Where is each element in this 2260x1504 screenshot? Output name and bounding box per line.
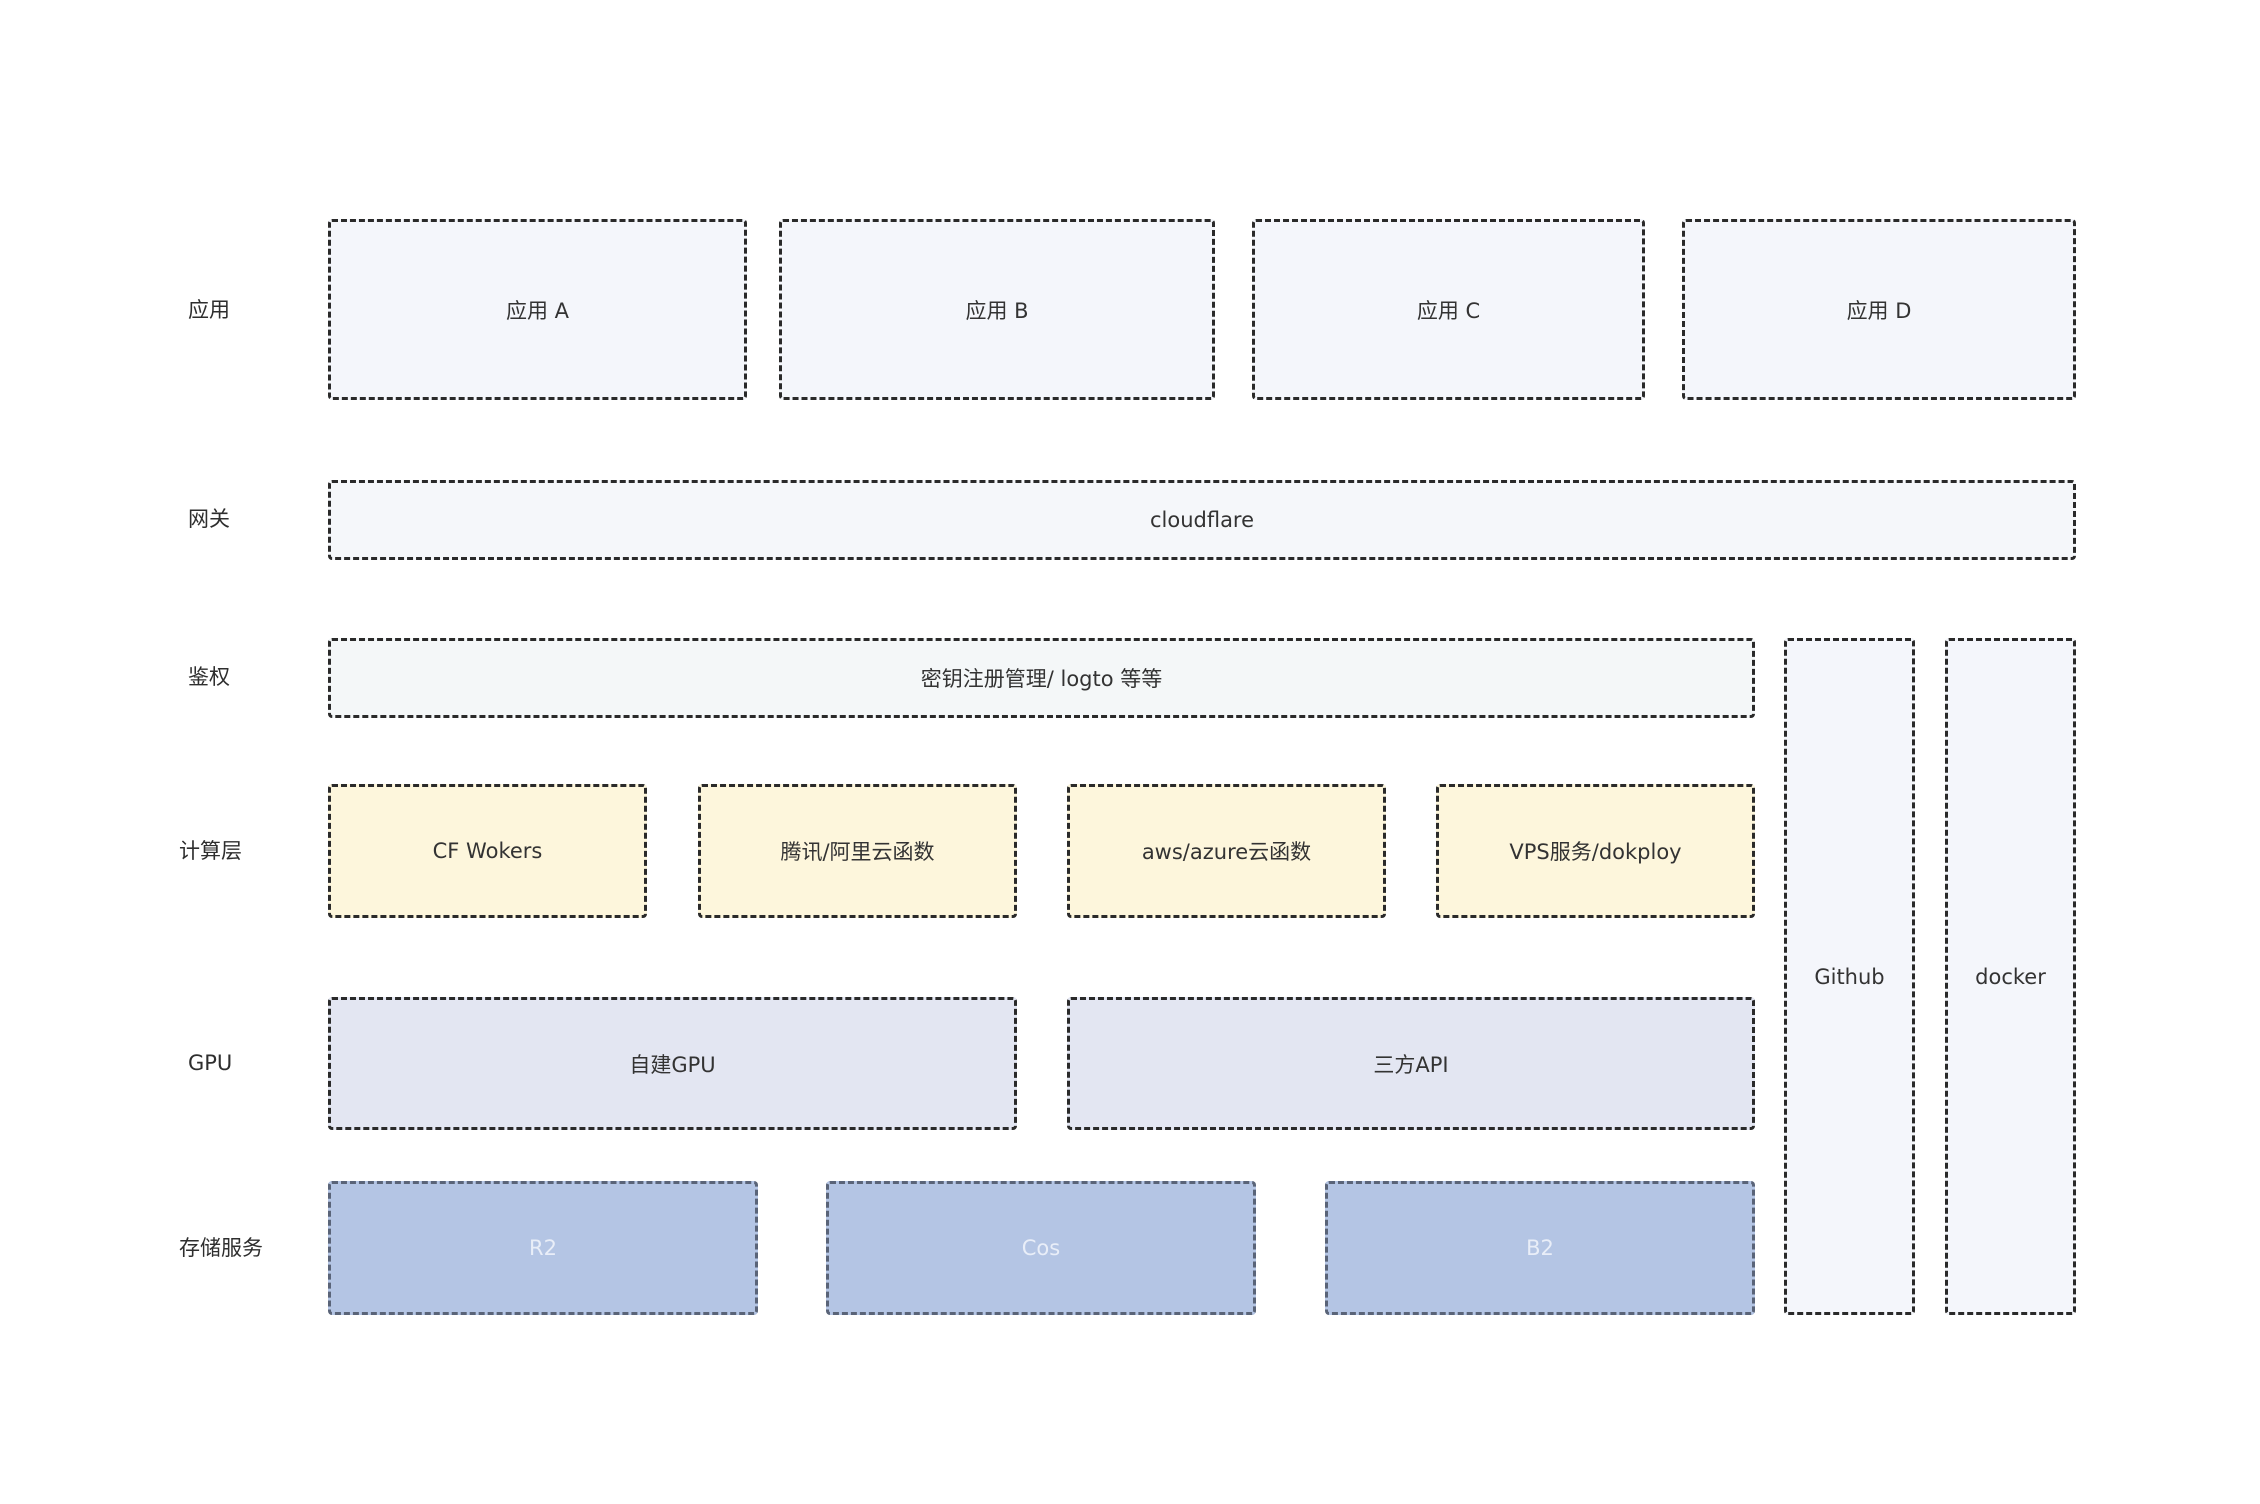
layer-label-storage: 存储服务 xyxy=(179,1236,263,1260)
side-box-docker: docker xyxy=(1945,638,2076,1315)
layer-label-gpu: GPU xyxy=(188,1051,233,1075)
auth-box-label: 密钥注册管理/ logto 等等 xyxy=(920,667,1163,691)
compute-box-vps-label: VPS服务/dokploy xyxy=(1509,840,1682,864)
gpu-box-third-party-api-label: 三方API xyxy=(1373,1052,1449,1077)
layer-label-app: 应用 xyxy=(188,298,230,322)
app-box-c-label: 应用 C xyxy=(1416,298,1481,323)
app-box-a: 应用 A xyxy=(328,219,747,400)
app-box-b-label: 应用 B xyxy=(965,298,1029,323)
app-box-b: 应用 B xyxy=(779,219,1215,400)
app-box-d-label: 应用 D xyxy=(1846,298,1912,323)
side-box-github-label: Github xyxy=(1814,964,1885,989)
compute-box-aws-azure-label: aws/azure云函数 xyxy=(1141,840,1312,864)
layer-label-auth: 鉴权 xyxy=(188,665,230,689)
gpu-box-self-hosted-label: 自建GPU xyxy=(629,1052,716,1077)
compute-box-tencent-aliyun: 腾讯/阿里云函数 xyxy=(698,784,1017,918)
compute-box-tencent-aliyun-label: 腾讯/阿里云函数 xyxy=(780,840,935,864)
compute-box-cf-workers: CF Wokers xyxy=(328,784,647,918)
storage-box-r2: R2 xyxy=(328,1181,758,1315)
gpu-box-third-party-api: 三方API xyxy=(1067,997,1755,1130)
layer-label-gateway: 网关 xyxy=(188,507,230,531)
app-box-c: 应用 C xyxy=(1252,219,1645,400)
compute-box-vps: VPS服务/dokploy xyxy=(1436,784,1755,918)
storage-box-cos-label: Cos xyxy=(1021,1236,1061,1260)
storage-box-b2: B2 xyxy=(1325,1181,1755,1315)
side-box-github: Github xyxy=(1784,638,1915,1315)
storage-box-cos: Cos xyxy=(826,1181,1256,1315)
storage-box-b2-label: B2 xyxy=(1526,1236,1554,1260)
gpu-box-self-hosted: 自建GPU xyxy=(328,997,1017,1130)
app-box-d: 应用 D xyxy=(1682,219,2076,400)
compute-box-aws-azure: aws/azure云函数 xyxy=(1067,784,1386,918)
auth-box: 密钥注册管理/ logto 等等 xyxy=(328,638,1755,718)
storage-box-r2-label: R2 xyxy=(529,1236,557,1260)
gateway-box: cloudflare xyxy=(328,480,2076,560)
side-box-docker-label: docker xyxy=(1975,964,2046,989)
gateway-box-label: cloudflare xyxy=(1149,508,1255,532)
app-box-a-label: 应用 A xyxy=(505,298,570,323)
layer-label-compute: 计算层 xyxy=(179,839,242,863)
compute-box-cf-workers-label: CF Wokers xyxy=(432,839,543,863)
